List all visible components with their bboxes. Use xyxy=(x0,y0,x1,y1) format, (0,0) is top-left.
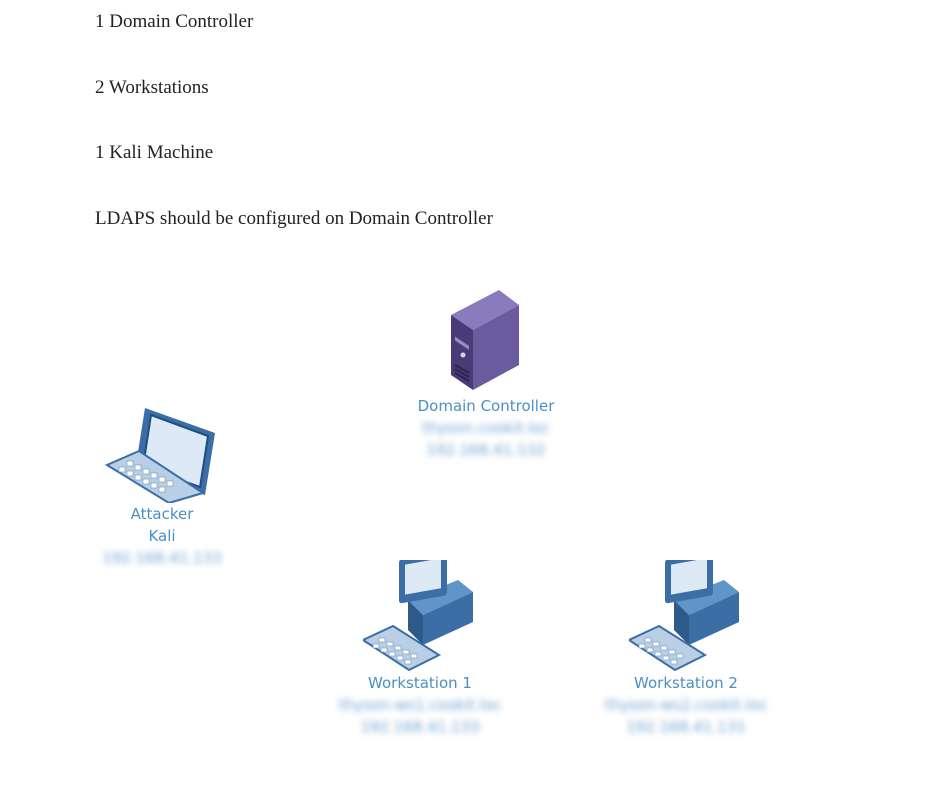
node-label: Attacker xyxy=(130,505,194,523)
node-workstation-2: Workstation 2 thyson-ws2.cookit.loc 192.… xyxy=(596,560,776,738)
node-ip: 192.168.41.133 xyxy=(360,718,480,736)
text-line-4: LDAPS should be configured on Domain Con… xyxy=(95,208,493,229)
node-hostname: thyson-ws1.cookit.loc xyxy=(338,696,502,714)
node-hostname: thyson.cookit.loc xyxy=(422,419,550,437)
node-ip: 192.168.41.132 xyxy=(426,441,546,459)
node-ip: 192.168.41.131 xyxy=(626,718,746,736)
node-hostname: thyson-ws2.cookit.loc xyxy=(604,696,768,714)
node-label: Workstation 1 xyxy=(368,674,472,692)
workstation-icon xyxy=(628,560,739,672)
laptop-icon xyxy=(104,408,215,503)
node-workstation-1: Workstation 1 thyson-ws1.cookit.loc 192.… xyxy=(330,560,510,738)
text-line-1: 1 Domain Controller xyxy=(95,11,254,32)
node-attacker: Attacker Kali 192.168.41.133 xyxy=(82,403,242,569)
node-ip: 192.168.41.133 xyxy=(102,549,222,567)
text-line-2: 2 Workstations xyxy=(95,77,209,98)
node-label: Workstation 2 xyxy=(634,674,738,692)
node-sublabel: Kali xyxy=(148,527,176,545)
node-domain-controller: Domain Controller thyson.cookit.loc 192.… xyxy=(396,285,576,461)
workstation-icon xyxy=(362,560,473,672)
text-line-3: 1 Kali Machine xyxy=(95,142,214,163)
server-icon xyxy=(451,290,519,390)
node-label: Domain Controller xyxy=(417,397,555,415)
